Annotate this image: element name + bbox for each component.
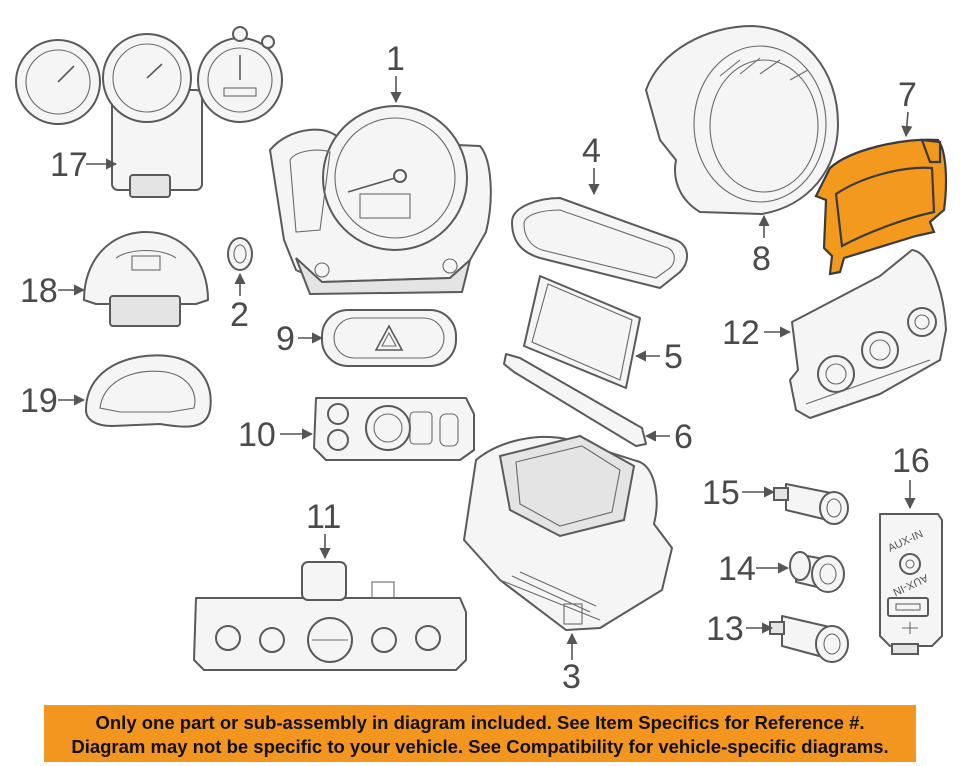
part-7-highlighted-display-unit[interactable] <box>814 138 948 276</box>
disclaimer-line-1: Only one part or sub-assembly in diagram… <box>95 712 865 733</box>
part-4-display-frame[interactable] <box>511 197 688 289</box>
callout-3: 3 <box>562 658 581 696</box>
callout-9: 9 <box>276 320 295 358</box>
callout-5: 5 <box>664 338 683 376</box>
callout-6: 6 <box>674 418 693 456</box>
callout-4: 4 <box>582 132 601 170</box>
part-16-aux-usb-panel[interactable] <box>879 513 943 655</box>
part-5-display-screen[interactable] <box>523 275 641 389</box>
part-2-grommet[interactable] <box>227 237 253 271</box>
callout-1: 1 <box>386 40 405 78</box>
part-15-power-socket[interactable] <box>773 483 849 525</box>
part-6-bracket-strip[interactable] <box>503 353 647 447</box>
part-3-display-housing[interactable] <box>463 434 673 631</box>
part-18-gauge-housing[interactable] <box>83 231 209 327</box>
callout-17: 17 <box>50 146 88 184</box>
callout-2: 2 <box>230 296 249 334</box>
callout-19: 19 <box>20 382 58 420</box>
callout-8: 8 <box>752 240 771 278</box>
part-1-instrument-cluster[interactable] <box>269 105 492 296</box>
part-10-headlight-switch[interactable] <box>313 397 475 461</box>
callout-15: 15 <box>702 474 740 512</box>
part-11-center-switch-panel[interactable] <box>193 561 467 671</box>
callout-13: 13 <box>706 610 744 648</box>
disclaimer-line-2: Diagram may not be specific to your vehi… <box>71 736 889 757</box>
part-9-hazard-switch[interactable] <box>321 309 457 367</box>
part-14-power-socket[interactable] <box>789 551 845 593</box>
callout-14: 14 <box>718 550 756 588</box>
disclaimer-banner: Only one part or sub-assembly in diagram… <box>44 705 916 762</box>
part-12-climate-control-panel[interactable] <box>789 249 947 419</box>
callout-10: 10 <box>238 416 276 454</box>
part-19-gauge-bezel-trim[interactable] <box>85 354 212 428</box>
part-17-triple-gauge-cluster[interactable] <box>15 26 283 198</box>
callout-18: 18 <box>20 272 58 310</box>
part-8-bezel-ring[interactable] <box>645 25 839 215</box>
callout-12: 12 <box>722 314 760 352</box>
callout-11: 11 <box>306 498 341 536</box>
part-13-power-socket[interactable] <box>769 615 849 663</box>
callout-16: 16 <box>892 442 930 480</box>
callout-7: 7 <box>898 76 917 114</box>
